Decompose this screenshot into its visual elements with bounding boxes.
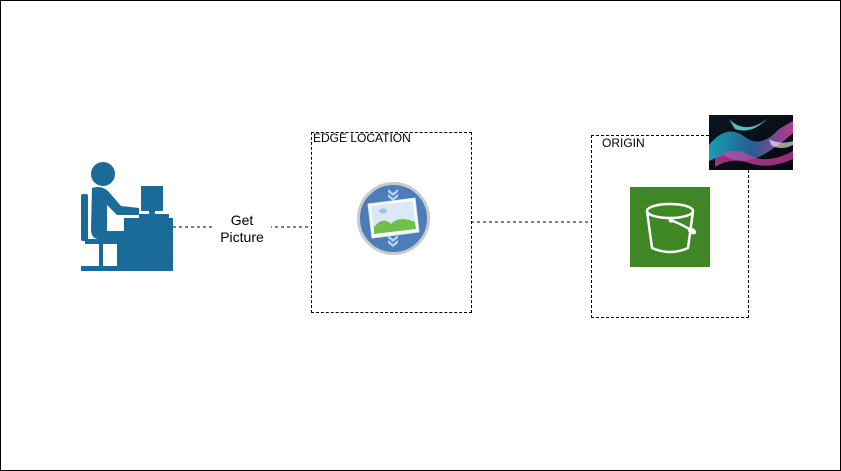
- edge-label-line1: Get: [230, 212, 254, 228]
- edge-label-get-picture: Get Picture: [213, 212, 271, 246]
- image-cdn-icon: [357, 182, 430, 255]
- edge-location-label: EDGE LOCATION: [313, 131, 411, 145]
- user-at-computer-icon: [81, 162, 173, 271]
- origin-container: [591, 135, 749, 318]
- edge-location-container: [311, 132, 472, 313]
- abstract-image-thumbnail: [709, 115, 793, 170]
- origin-label: ORIGIN: [599, 136, 648, 150]
- s3-bucket-icon: [630, 187, 710, 267]
- edge-label-line2: Picture: [220, 229, 264, 245]
